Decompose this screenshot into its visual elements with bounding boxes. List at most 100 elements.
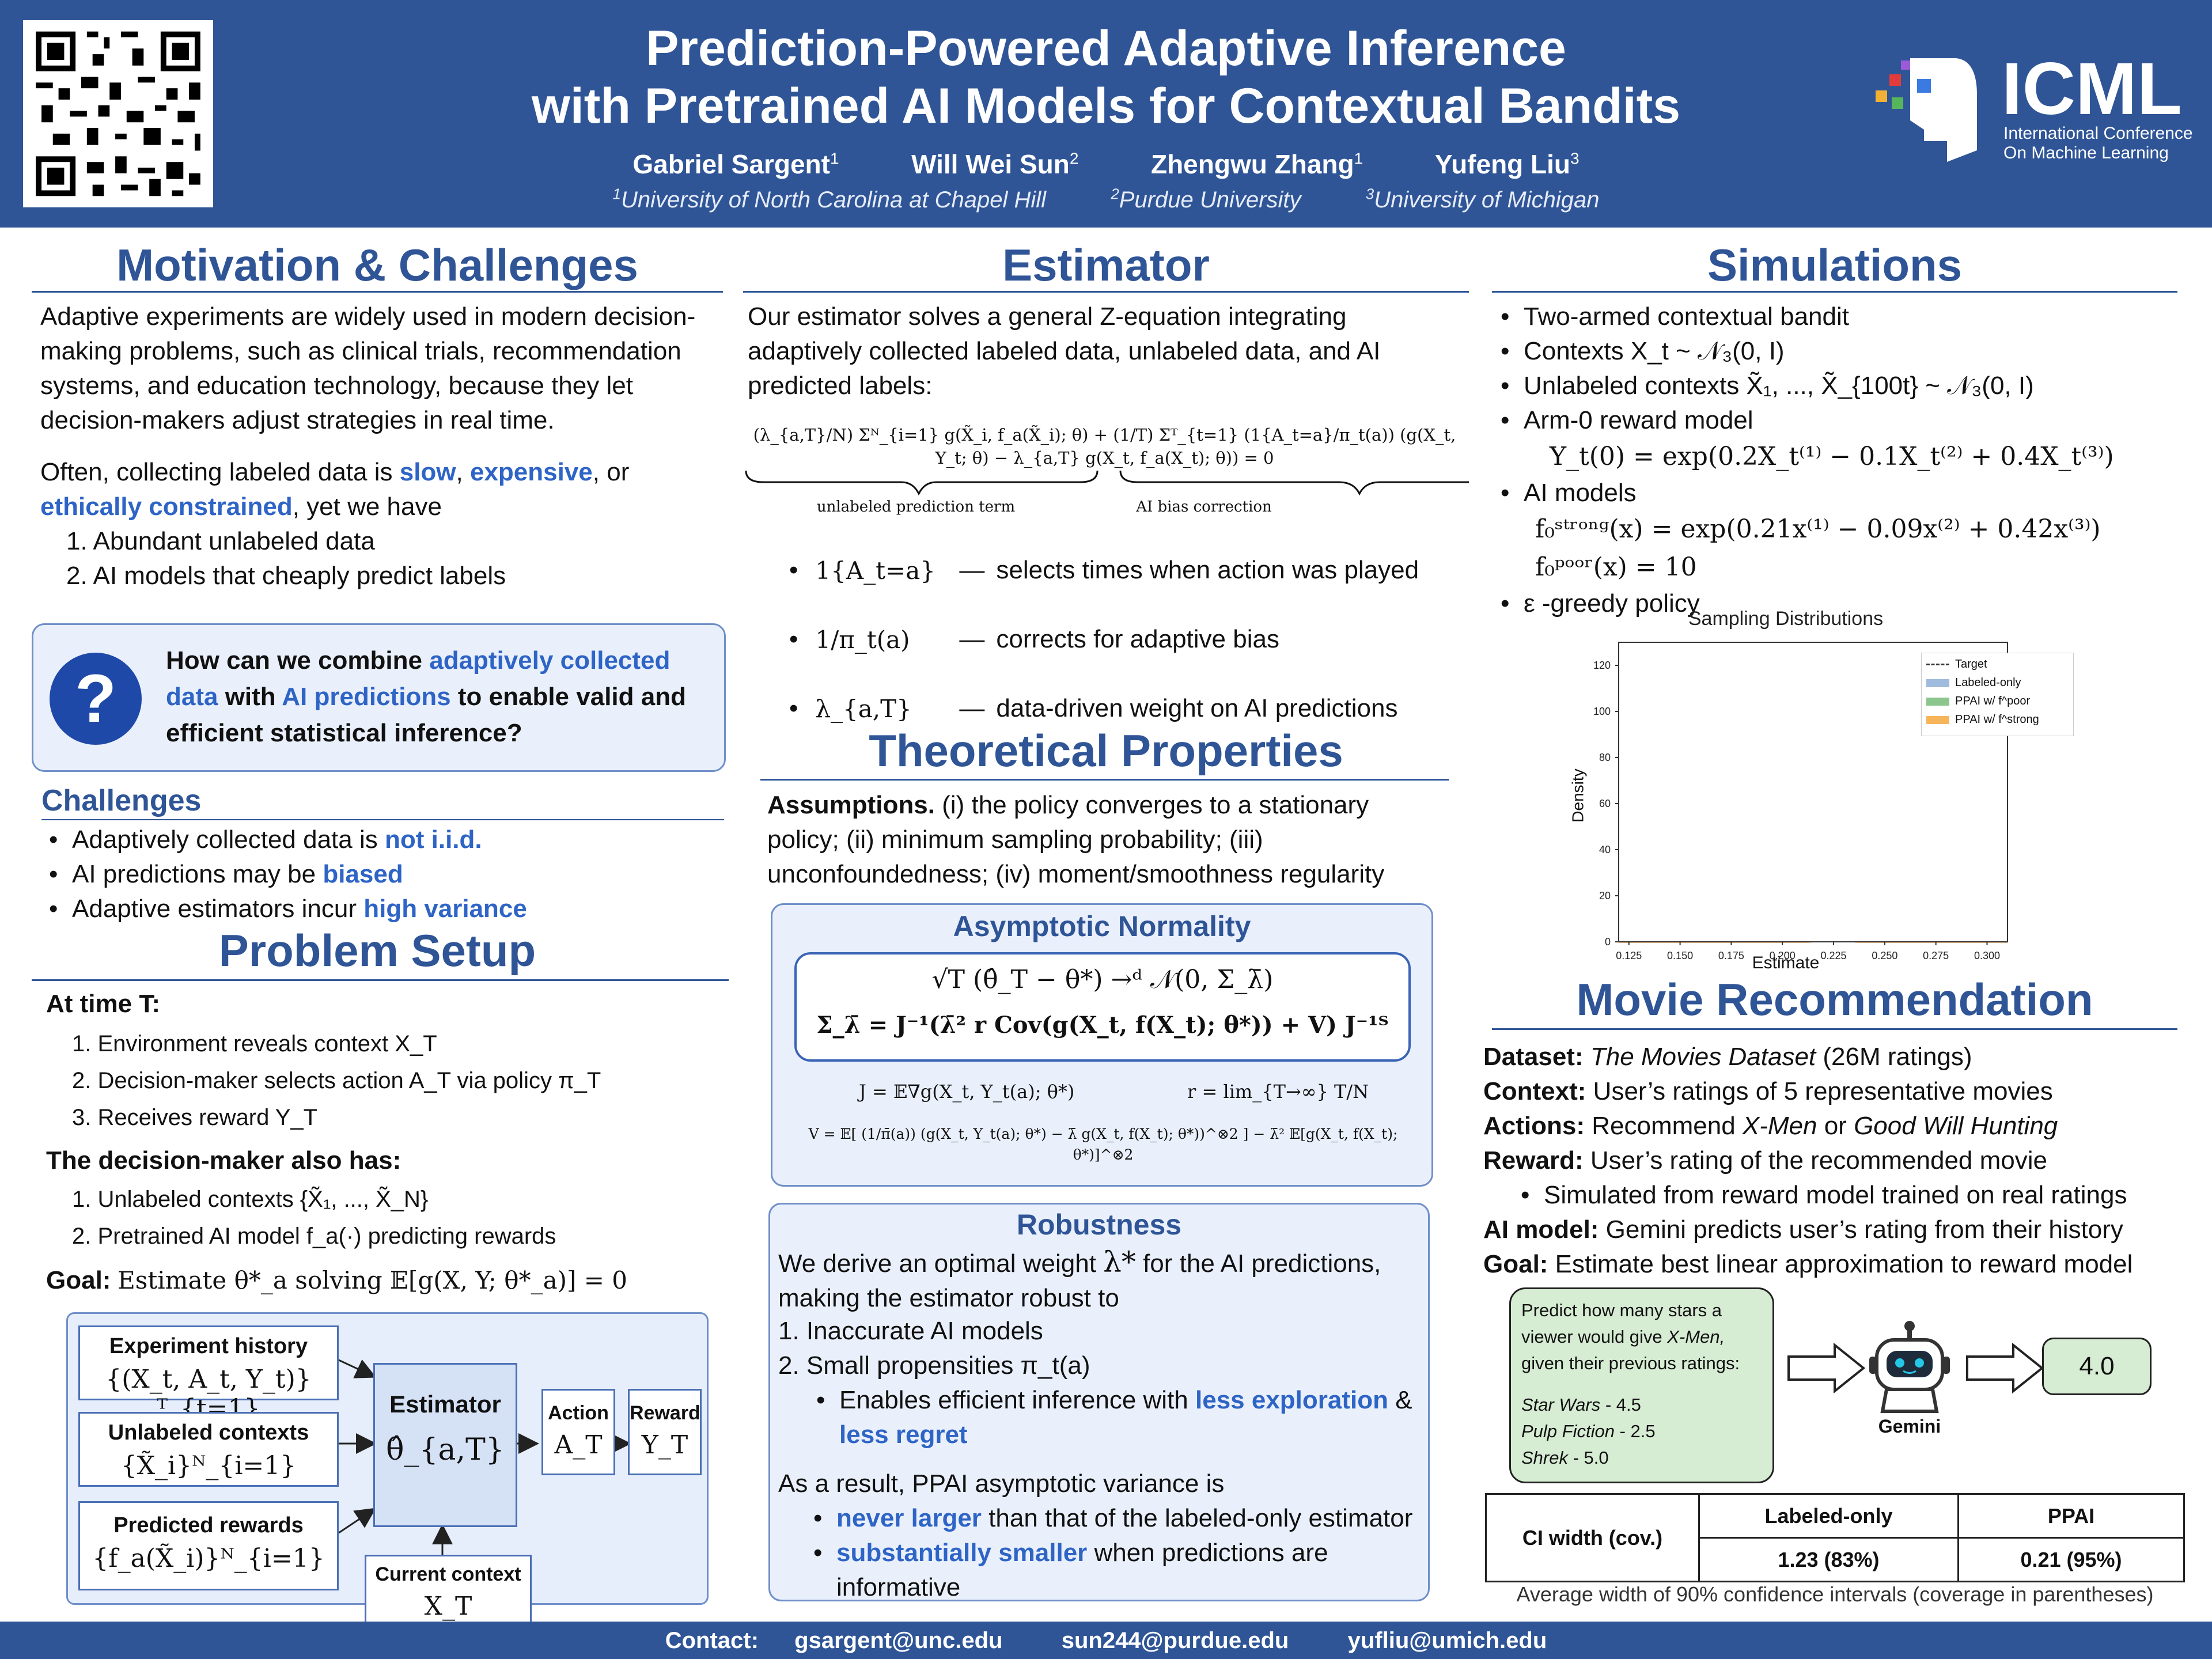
theory-rule (760, 779, 1449, 781)
x-tick-label: 0.300 (1974, 950, 2000, 961)
simulations-rule (1492, 291, 2177, 293)
normality-eq1: √T (θ̂_T − θ*) →ᵈ 𝒩(0, Σ_λ̄) (931, 965, 1274, 994)
prompt-rating: Star Wars - 4.5 (1521, 1395, 1641, 1415)
legend-labeled-only: Labeled-only (1926, 673, 2069, 692)
problem-step: 1. Environment reveals context X_T (72, 1031, 437, 1056)
x-tick-label: 0.275 (1923, 950, 1949, 961)
problem-step: 3. Receives reward Y_T (72, 1105, 318, 1130)
setup-diagram: Experiment history {(X_t, A_t, Y_t)}ᵀ_{t… (66, 1312, 709, 1630)
affiliation-3: 3University of Michigan (1365, 185, 1600, 213)
poster-title-line2: with Pretrained AI Models for Contextual… (531, 78, 1681, 134)
y-tick-label: 60 (1599, 798, 1611, 809)
icml-head-icon (1876, 58, 1977, 162)
icml-logo-sub1: International Conference (2003, 124, 2193, 143)
qr-code-icon (36, 31, 200, 196)
movie-rows: Dataset: The Movies Dataset (26M ratings… (1483, 1040, 2192, 1282)
problem-title: Problem Setup (218, 925, 536, 976)
x-tick-label: 0.175 (1718, 950, 1744, 961)
challenge-item: Adaptive estimators incur high variance (49, 892, 723, 926)
x-tick-label: 0.250 (1872, 950, 1897, 961)
robustness-intro: We derive an optimal weight λ* for the A… (778, 1245, 1381, 1312)
diagram-unlabeled-contexts: Unlabeled contexts {X̃_i}ᴺ_{i=1} (78, 1412, 339, 1487)
reward-equation: Y_t(0) = exp(0.2X_t⁽¹⁾ − 0.1X_t⁽²⁾ + 0.4… (1550, 442, 2114, 471)
ci-table-col-labeled: Labeled-only (1698, 1493, 1959, 1539)
normality-eq3a: J = 𝔼∇g(X_t, Y_t(a); θ*) (859, 1081, 1075, 1103)
challenges-list: Adaptively collected data is not i.i.d. … (49, 823, 723, 926)
affiliations: 1University of North Carolina at Chapel … (403, 185, 1809, 213)
contact-email[interactable]: yufliu@umich.edu (1347, 1628, 1547, 1653)
simulations-title: Simulations (1707, 240, 1963, 290)
robot-label: Gemini (1878, 1416, 1941, 1437)
arrow-right-icon (1966, 1342, 2044, 1394)
authors: Gabriel Sargent1 Will Wei Sun2 Zhengwu Z… (403, 149, 1809, 180)
y-tick-label: 40 (1599, 844, 1611, 855)
normality-eq3b: r = lim_{T→∞} T/N (1187, 1081, 1369, 1103)
movie-title: Movie Recommendation (1576, 974, 2093, 1025)
contact-line: Contact: gsargent@unc.edu sun244@purdue.… (0, 1628, 2212, 1654)
brace-label-unlabeled: unlabeled prediction term (816, 498, 1016, 516)
prediction-output: 4.0 (2042, 1338, 2152, 1395)
ci-table: CI width (cov.) Labeled-only PPAI 1.23 (… (1485, 1493, 2185, 1582)
ci-caption: Average width of 90% confidence interval… (1516, 1582, 2154, 1606)
question-mark-icon: ? (50, 653, 142, 745)
estimator-braces (745, 470, 1469, 496)
normality-eq2: Σ_λ̄ = J⁻¹(λ̄² r Cov(g(X_t, f(X_t); θ*))… (816, 1012, 1389, 1039)
robustness-item-1: 1. Inaccurate AI models (778, 1317, 1043, 1345)
y-tick-label: 100 (1593, 706, 1611, 717)
diagram-reward: Reward Y_T (628, 1389, 702, 1475)
footer-band (0, 1622, 2212, 1659)
brace-label-bias: AI bias correction (1136, 498, 1272, 516)
movie-row-ai-model: AI model: Gemini predicts user’s rating … (1483, 1215, 2123, 1244)
contact-label: Contact: (665, 1628, 759, 1653)
y-tick-label: 0 (1605, 936, 1611, 948)
problem-goal: Goal: Estimate θ*_a solving 𝔼[g(X, Y; θ*… (46, 1266, 628, 1294)
legend-ppai-strong: PPAI w/ f^strong (1926, 710, 2069, 729)
author-3: Zhengwu Zhang1 (1150, 149, 1363, 179)
robot-icon (1869, 1321, 1950, 1413)
estimator-item: • 1{A_t=a} — selects times when action w… (789, 556, 1419, 585)
motivation-list-1: 1. Abundant unlabeled data (66, 527, 375, 555)
ci-table-col-ppai: PPAI (1957, 1493, 2185, 1539)
x-tick-label: 0.225 (1821, 950, 1847, 961)
contact-email[interactable]: sun244@purdue.edu (1061, 1628, 1289, 1653)
ci-table-header: CI width (cov.) (1485, 1493, 1700, 1582)
robustness-item-2: 2. Small propensities π_t(a) (778, 1351, 1090, 1380)
estimator-item: • λ_{a,T} — data-driven weight on AI pre… (789, 694, 1398, 723)
contact-email[interactable]: gsargent@unc.edu (794, 1628, 1003, 1653)
prompt-rating: Shrek - 5.0 (1521, 1448, 1609, 1468)
x-tick-label: 0.150 (1667, 950, 1693, 961)
motivation-title: Motivation & Challenges (116, 240, 638, 290)
simulation-item: Contexts X_t ~ 𝒩₃(0, I) (1501, 334, 2186, 369)
motivation-para1: Adaptive experiments are widely used in … (40, 302, 696, 434)
icml-logo: ICML International Conference On Machine… (1866, 49, 2195, 176)
legend-target: Target (1926, 655, 2069, 673)
research-question-box: ? How can we combine adaptively collecte… (32, 623, 726, 772)
problem-at-time: At time T: (46, 990, 160, 1018)
movie-row-context: Context: User’s ratings of 5 representat… (1483, 1077, 2053, 1105)
normality-box: Asymptotic Normality √T (θ̂_T − θ*) →ᵈ 𝒩… (771, 903, 1433, 1187)
movie-row-actions: Actions: Recommend X-Men or Good Will Hu… (1483, 1112, 2058, 1140)
problem-rule (32, 979, 729, 981)
poster-title-line1: Prediction-Powered Adaptive Inference (646, 21, 1566, 76)
chart-title: Sampling Distributions (1688, 608, 1884, 630)
simulation-item: AI models (1501, 476, 2186, 510)
simulation-item: Unlabeled contexts X̃₁, ..., X̃_{100t} ~… (1501, 369, 2186, 403)
diagram-experiment-history: Experiment history {(X_t, A_t, Y_t)}ᵀ_{t… (78, 1325, 339, 1423)
chart-xlabel: Estimate (1752, 953, 1820, 972)
research-question: How can we combine adaptively collected … (166, 646, 686, 747)
robustness-results: never larger than that of the labeled-on… (813, 1501, 1424, 1605)
ci-table-val-labeled: 1.23 (83%) (1698, 1537, 1959, 1582)
movie-row-dataset: Dataset: The Movies Dataset (26M ratings… (1483, 1043, 1972, 1071)
arrow-right-icon (1787, 1342, 1866, 1394)
robustness-title: Robustness (1016, 1209, 1182, 1241)
author-2: Will Wei Sun2 (911, 149, 1079, 179)
x-tick-label: 0.200 (1770, 950, 1796, 961)
simulations-list: Two-armed contextual bandit Contexts X_t… (1501, 300, 2186, 621)
robustness-box: Robustness We derive an optimal weight λ… (768, 1203, 1430, 1601)
motivation-rule (32, 291, 723, 293)
prompt-rating: Pulp Fiction - 2.5 (1521, 1421, 1656, 1441)
prompt-text: Predict how many stars a viewer would gi… (1521, 1300, 1740, 1373)
challenge-item: AI predictions may be biased (49, 857, 723, 892)
